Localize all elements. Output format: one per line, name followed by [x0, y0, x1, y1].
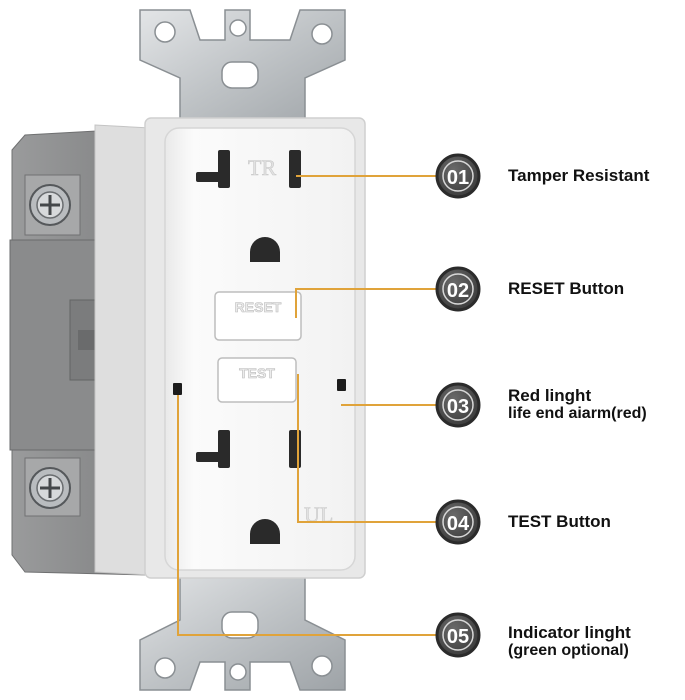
callout-badge-03: 03 [435, 382, 481, 428]
callout-label-03-line-2: life end aiarm(red) [508, 405, 647, 422]
callout-label-05: Indicator linght (green optional) [508, 624, 631, 660]
callout-badge-01: 01 [435, 153, 481, 199]
callout-label-02: RESET Button [508, 280, 624, 298]
callout-badge-05: 05 [435, 612, 481, 658]
terminal-screw-top [29, 184, 71, 226]
reset-button-label: RESET [235, 299, 282, 315]
ul-mark: UL [304, 502, 333, 527]
test-button[interactable]: TEST [217, 357, 297, 403]
terminal-screw-bottom [29, 467, 71, 509]
red-life-end-light [337, 379, 346, 391]
callout-label-04-line-1: TEST Button [508, 512, 611, 531]
bottom-mounting-strap [139, 569, 346, 691]
callout-number-01: 01 [447, 167, 469, 189]
callout-badge-04: 04 [435, 499, 481, 545]
callout-badge-02: 02 [435, 266, 481, 312]
callout-number-02: 02 [447, 280, 469, 302]
callout-label-01: Tamper Resistant [508, 167, 649, 185]
test-button-label: TEST [239, 365, 275, 381]
callout-label-03-line-1: Red linght [508, 386, 592, 405]
top-receptacle [196, 150, 301, 262]
callout-label-03: Red linght life end aiarm(red) [508, 387, 647, 423]
indicator-light-left [173, 383, 182, 395]
callout-number-05: 05 [447, 626, 469, 648]
outlet-body-side [94, 124, 151, 576]
leader-lines [177, 175, 437, 636]
callout-number-04: 04 [447, 513, 470, 535]
callout-label-02-line-1: RESET Button [508, 279, 625, 298]
tr-mark: TR [248, 155, 276, 180]
callout-number-03: 03 [447, 396, 469, 418]
top-mounting-strap [139, 9, 346, 131]
callout-label-01-line-1: Tamper Resistant [508, 166, 650, 185]
callout-label-05-line-1: Indicator linght [508, 623, 631, 642]
callout-label-04: TEST Button [508, 513, 611, 531]
callout-label-05-line-2: (green optional) [508, 642, 629, 659]
reset-button[interactable]: RESET [214, 291, 302, 341]
